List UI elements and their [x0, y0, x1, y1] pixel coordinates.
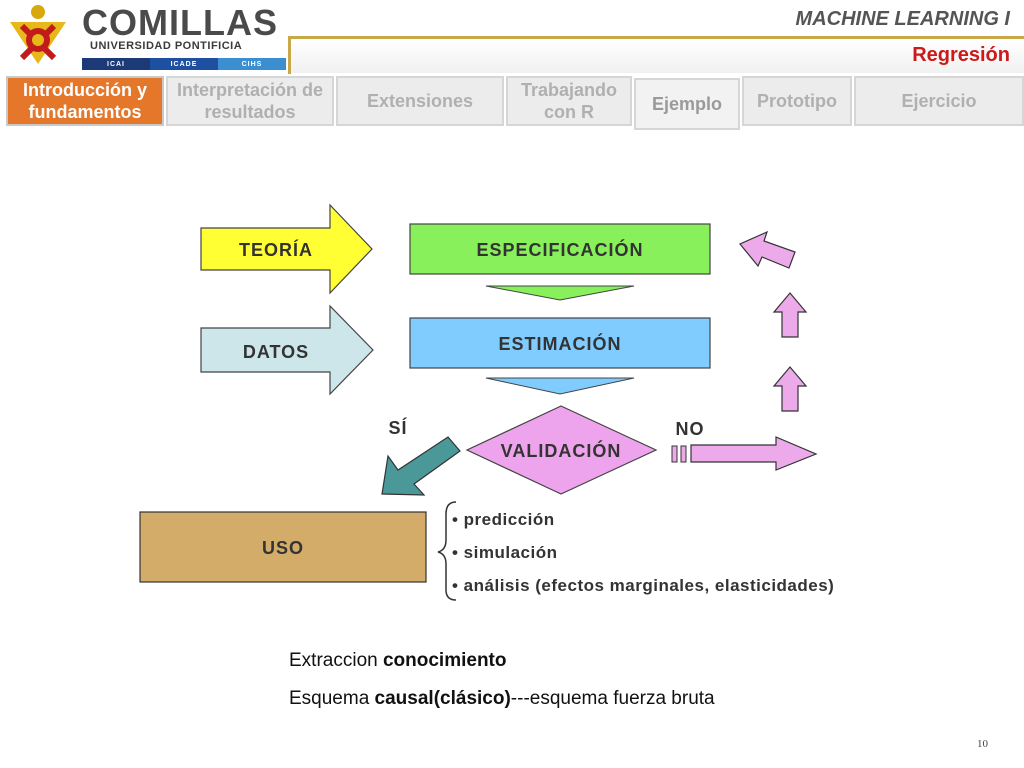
- note2-bold: causal(clásico): [374, 688, 511, 709]
- no-arrow-stripe-1: [671, 445, 678, 463]
- navigation-tabs: Introducción y fundamentos Interpretació…: [0, 76, 1024, 130]
- uso-box: [139, 511, 427, 583]
- course-title: MACHINE LEARNING I: [795, 8, 1010, 30]
- note2-plain-a: Esquema: [289, 688, 375, 709]
- page-number: 10: [977, 738, 988, 750]
- feedback-up-arrow-1: [772, 366, 808, 412]
- section-title: Regresión: [912, 44, 1010, 66]
- use-prediccion: • predicción: [452, 510, 555, 529]
- logo-subtitle: UNIVERSIDAD PONTIFICIA: [90, 40, 243, 52]
- especificacion-label: ESPECIFICACIÓN: [476, 239, 643, 260]
- uso-label: USO: [262, 538, 304, 558]
- validacion-diamond: [465, 405, 658, 495]
- tab-ejemplo[interactable]: Ejemplo: [634, 78, 740, 130]
- note-extraccion: Extraccion conocimiento: [289, 650, 507, 672]
- logo-wordmark: COMILLAS: [82, 2, 278, 43]
- header-divider-vertical: [288, 36, 291, 74]
- tab-interpretacion[interactable]: Interpretación de resultados: [166, 76, 334, 126]
- no-label: NO: [676, 419, 705, 439]
- validacion-label: VALIDACIÓN: [501, 440, 622, 461]
- logo-school-icade: ICADE: [150, 58, 218, 70]
- note2-plain-b: ---esquema fuerza bruta: [510, 688, 715, 709]
- datos-label: DATOS: [243, 342, 309, 362]
- logo-school-cihs: CIHS: [218, 58, 286, 70]
- logo-school-icai: ICAI: [82, 58, 150, 70]
- header-divider: [288, 36, 1024, 39]
- tab-trabajando-con-r[interactable]: Trabajando con R: [506, 76, 632, 126]
- note1-bold: conocimiento: [382, 650, 507, 671]
- especificacion-down-arrow: [485, 285, 635, 301]
- logo-schools-bar: ICAI ICADE CIHS: [82, 58, 286, 70]
- estimacion-label: ESTIMACIÓN: [498, 333, 621, 354]
- use-simulacion: • simulación: [452, 543, 557, 562]
- university-logo: COMILLAS UNIVERSIDAD PONTIFICIA ICAI ICA…: [0, 0, 290, 74]
- feedback-up-arrow-2: [772, 292, 808, 338]
- teoria-arrow: [200, 203, 373, 295]
- crest-icon: [2, 2, 74, 72]
- uses-brace: [437, 501, 457, 601]
- si-label: SÍ: [388, 417, 407, 438]
- no-arrow-stripe-2: [680, 445, 687, 463]
- tab-extensiones[interactable]: Extensiones: [336, 76, 504, 126]
- estimacion-down-arrow: [485, 377, 635, 395]
- datos-arrow: [200, 304, 374, 396]
- subtitle-band: [291, 39, 1024, 73]
- feedback-diagonal-arrow: [739, 230, 796, 269]
- note-esquema: Esquema causal(clásico)---esquema fuerza…: [289, 688, 715, 710]
- no-arrow: [690, 436, 818, 471]
- use-analisis: • análisis (efectos marginales, elastici…: [452, 576, 834, 595]
- note1-plain: Extraccion: [289, 650, 383, 671]
- tab-introduccion[interactable]: Introducción y fundamentos: [6, 76, 164, 126]
- teoria-label: TEORÍA: [239, 239, 313, 260]
- estimacion-box: [409, 317, 711, 369]
- especificacion-box: [409, 223, 711, 275]
- si-arrow: [381, 436, 461, 496]
- tab-ejercicio[interactable]: Ejercicio: [854, 76, 1024, 126]
- tab-prototipo[interactable]: Prototipo: [742, 76, 852, 126]
